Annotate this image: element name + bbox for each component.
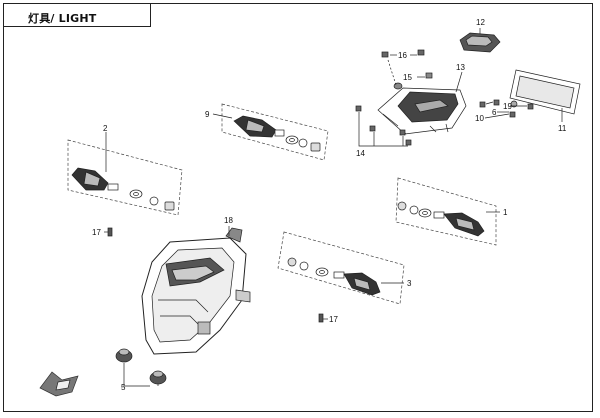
callout-9: 9 xyxy=(205,110,210,119)
callout-10: 10 xyxy=(475,114,484,123)
washer xyxy=(285,135,299,145)
turn-signal-rear-right-group xyxy=(277,231,405,305)
screw xyxy=(107,227,113,237)
callout-1: 1 xyxy=(503,208,508,217)
license-plate-light xyxy=(459,28,501,53)
callout-17a: 17 xyxy=(92,228,101,237)
nut xyxy=(287,257,297,267)
callout-12: 12 xyxy=(476,18,485,27)
nut xyxy=(381,51,389,58)
nut xyxy=(509,111,516,118)
headlight-grommets xyxy=(115,348,167,387)
nut xyxy=(479,101,486,108)
screw xyxy=(355,105,362,112)
callout-6: 6 xyxy=(492,108,497,117)
title-box: 灯具/ LIGHT xyxy=(3,3,151,27)
leader-13 xyxy=(455,71,463,93)
callout-17b: 17 xyxy=(329,315,338,324)
screws-17 xyxy=(104,227,328,323)
callout-14: 14 xyxy=(356,149,365,158)
leader-5 xyxy=(123,363,159,387)
fwd-arrow-icon xyxy=(39,371,79,397)
group-9-outline xyxy=(221,103,329,161)
nut xyxy=(527,103,534,110)
nut xyxy=(299,261,309,271)
nut xyxy=(493,99,500,106)
leader-10 xyxy=(484,113,510,119)
nut xyxy=(417,49,425,56)
nut xyxy=(310,142,321,152)
callout-11: 11 xyxy=(558,124,567,133)
nut xyxy=(298,138,308,148)
headlight-connector xyxy=(225,227,243,243)
callout-13: 13 xyxy=(456,63,465,72)
taillight-fasteners xyxy=(355,49,433,147)
washer xyxy=(418,208,432,218)
diagram-frame xyxy=(3,3,593,412)
callout-labels: 1 2 3 5 6 9 10 11 12 13 14 15 16 17 17 1… xyxy=(92,18,567,392)
callout-16: 16 xyxy=(398,51,407,60)
callout-18: 18 xyxy=(224,216,233,225)
nut xyxy=(164,201,175,211)
screw xyxy=(405,139,412,146)
nut xyxy=(397,201,407,211)
callout-19: 19 xyxy=(503,102,512,111)
washer xyxy=(315,267,329,277)
callout-3: 3 xyxy=(407,279,412,288)
nut xyxy=(425,72,433,79)
turn-signal-stem xyxy=(107,183,119,191)
leader-9 xyxy=(212,113,233,119)
nut xyxy=(409,205,419,215)
screw xyxy=(399,129,406,136)
callout-2: 2 xyxy=(103,124,108,133)
group-3-outline xyxy=(277,231,405,305)
headlight-assembly xyxy=(141,226,251,355)
group-1-outline xyxy=(395,177,497,246)
reflector-assembly xyxy=(479,69,581,122)
turn-signal-left-front-group xyxy=(67,132,183,216)
washer xyxy=(510,100,518,108)
nut xyxy=(149,196,159,206)
screw xyxy=(318,313,324,323)
group-2-outline xyxy=(67,139,183,216)
washer xyxy=(129,189,143,199)
leader-14 xyxy=(358,112,408,147)
turn-signal-rear-left-group xyxy=(212,103,329,161)
callout-15: 15 xyxy=(403,73,412,82)
page-title: 灯具/ LIGHT xyxy=(28,12,97,25)
grommet xyxy=(393,82,403,90)
taillight-assembly xyxy=(377,71,467,135)
callout-5: 5 xyxy=(121,383,126,392)
turn-signal-right-front-group xyxy=(395,177,500,246)
screw xyxy=(369,125,376,132)
